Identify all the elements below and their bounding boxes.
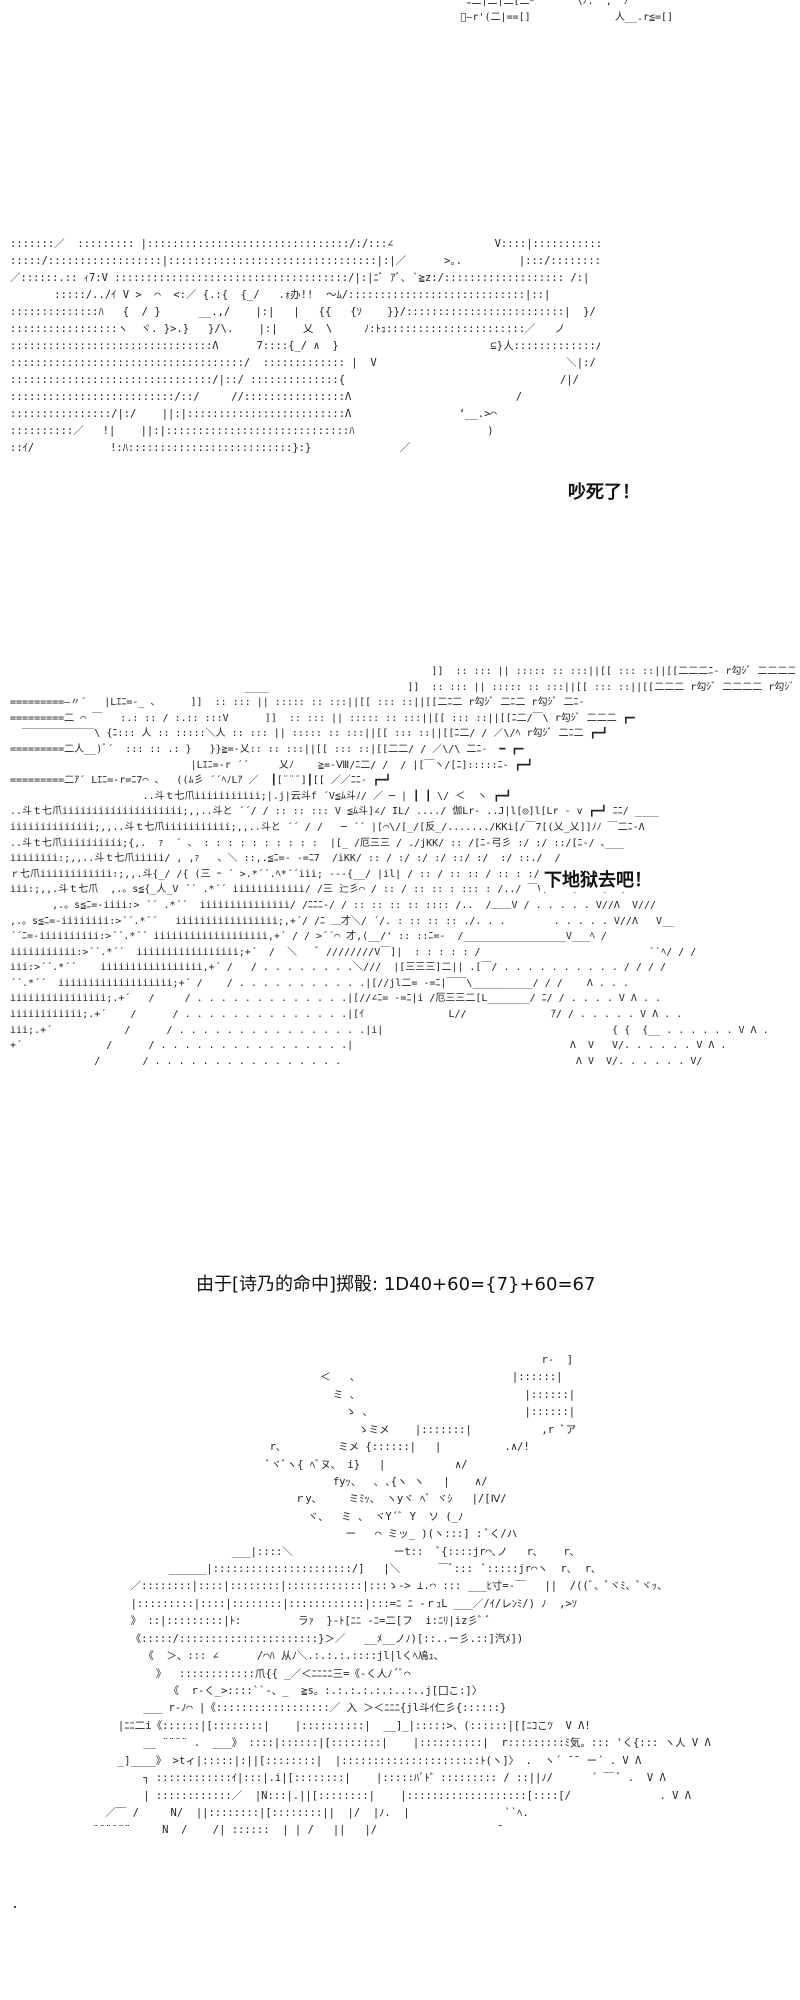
ascii-art-panel-1: ﾆ二|二|二[二ｰ \ﾉ. , ﾉ ﾞ―r'(二|==[] 人__.r≦=[] xyxy=(454,0,674,24)
ascii-art-panel-4: r- ] ＜ 、 |::::::| ミ 、 |::::::| xyxy=(92,1354,711,1837)
ascii-art-panel-2: :::::::／ ::::::::: |::::::::::::::::::::… xyxy=(10,238,600,454)
speech-caption-go-to-hell: 下地狱去吧！ xyxy=(540,866,656,892)
stray-dot-mark xyxy=(14,1906,16,1908)
ascii-art-panel-3: ]] :: ::: || ::::: :: :::||[[ ::: ::||[[… xyxy=(10,666,795,1067)
speech-caption-shut-up: 吵死了！ xyxy=(568,478,640,504)
dice-roll-result: 由于[诗乃的命中]掷骰: 1D40+60={7}+60=67 xyxy=(196,1274,596,1295)
